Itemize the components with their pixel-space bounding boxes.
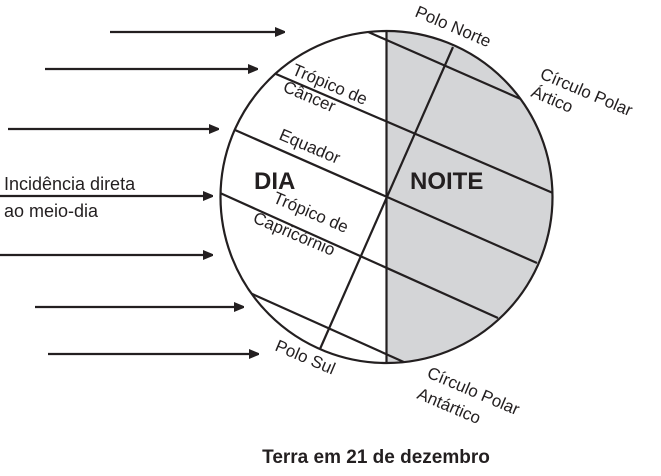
night-side xyxy=(386,31,553,363)
earth-globe xyxy=(219,29,554,365)
antarctic-circle-line xyxy=(249,291,407,363)
incidence-label-2: ao meio-dia xyxy=(4,201,99,221)
day-label: DIA xyxy=(254,168,295,195)
tropic-of-capricorn-line xyxy=(220,191,499,320)
sun-rays xyxy=(0,32,284,354)
incidence-label: Incidência direta xyxy=(4,174,136,194)
night-label: NOITE xyxy=(410,168,483,195)
figure-caption: Terra em 21 de dezembro xyxy=(262,447,490,468)
